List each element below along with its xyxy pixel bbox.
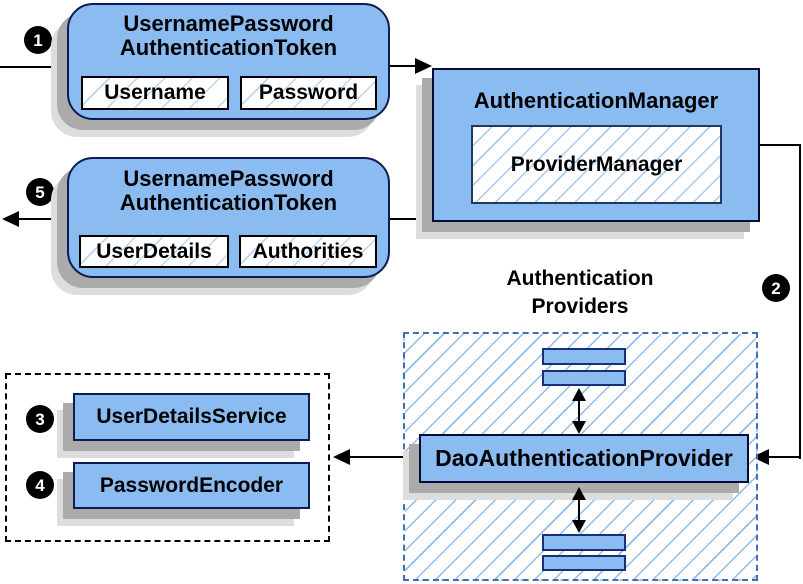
step-badge-5: 5: [26, 178, 54, 206]
username-field-box: Username: [81, 76, 229, 110]
double-arrow-top-up-icon: [572, 388, 586, 401]
step-badge-3: 3: [26, 405, 54, 433]
dao-to-beans-line: [349, 456, 415, 459]
manager-to-token-line: [389, 218, 433, 221]
double-arrow-bottom-line: [578, 497, 581, 523]
request-token-title-line1: UsernamePassword: [123, 11, 334, 36]
authentication-manager-box: AuthenticationManager ProviderManager: [432, 68, 760, 222]
incoming-request-line: [0, 66, 68, 69]
user-details-service-box: UserDetailsService: [73, 393, 310, 441]
token-out-line: [18, 218, 68, 221]
provider-placeholder-bar-bottom-2: [542, 555, 626, 571]
authentication-providers-label-line2: Providers: [531, 295, 629, 318]
arrowhead-into-manager-icon: [415, 58, 432, 74]
request-token-title-line2: AuthenticationToken: [119, 35, 338, 60]
response-token-title-line2: AuthenticationToken: [119, 190, 338, 215]
manager-connector-bottom-line: [767, 456, 801, 459]
provider-manager-box: ProviderManager: [471, 125, 722, 204]
manager-connector-top-line: [758, 144, 801, 147]
authentication-providers-label: Authentication Providers: [455, 265, 705, 321]
provider-placeholder-bar-top-1: [542, 348, 626, 365]
response-token-title: UsernamePassword AuthenticationToken: [69, 167, 388, 215]
manager-connector-vertical-line: [799, 144, 802, 459]
arrowhead-out-left-icon: [2, 211, 19, 227]
double-arrow-top-down-icon: [572, 421, 586, 434]
password-field-box: Password: [240, 76, 377, 110]
step-badge-1: 1: [24, 26, 52, 54]
step-badge-2: 2: [762, 274, 790, 302]
request-token-title: UsernamePassword AuthenticationToken: [69, 12, 388, 60]
dao-authentication-provider-box: DaoAuthenticationProvider: [419, 434, 749, 483]
authentication-manager-title: AuthenticationManager: [473, 88, 719, 113]
password-encoder-box: PasswordEncoder: [73, 462, 310, 509]
token-to-manager-line: [389, 65, 417, 68]
authentication-providers-label-line1: Authentication: [506, 267, 654, 290]
step-badge-4: 4: [26, 471, 54, 499]
provider-placeholder-bar-bottom-1: [542, 534, 626, 551]
double-arrow-bottom-down-icon: [572, 520, 586, 533]
authorities-field-box: Authorities: [239, 235, 377, 268]
user-details-field-box: UserDetails: [79, 235, 229, 268]
response-token-box: UsernamePassword AuthenticationToken Use…: [67, 157, 390, 278]
response-token-title-line1: UsernamePassword: [123, 166, 334, 191]
double-arrow-top-line: [578, 398, 581, 424]
request-token-box: UsernamePassword AuthenticationToken Use…: [67, 3, 390, 120]
arrowhead-into-beans-icon: [333, 449, 350, 465]
provider-placeholder-bar-top-2: [542, 370, 626, 386]
double-arrow-bottom-up-icon: [572, 487, 586, 500]
beans-container: [5, 373, 330, 542]
